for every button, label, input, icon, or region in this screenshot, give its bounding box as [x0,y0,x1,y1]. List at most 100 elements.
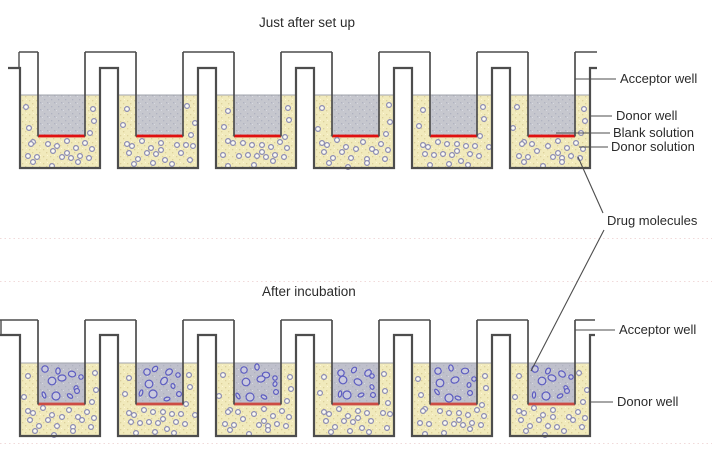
drug-molecule [342,390,352,400]
drug-molecule [380,410,387,417]
drug-molecule [44,141,51,148]
drug-molecule [144,150,151,157]
drug-molecule [383,131,390,138]
drug-molecule [67,155,74,162]
drug-molecule [360,139,367,146]
drug-molecule [339,149,346,156]
drug-molecule [515,408,522,415]
leader-line-drug-bottom [530,229,605,372]
drug-molecule [435,139,442,146]
label-donor-solution: Donor solution [611,139,695,154]
drug-molecule [88,146,95,153]
drug-molecule [121,391,128,398]
drug-molecule [382,156,389,163]
drug-molecule [286,414,293,421]
drug-molecule [221,123,228,130]
drug-molecule [81,140,88,147]
drug-molecule [74,388,81,395]
drug-molecule [348,155,355,162]
membrane [332,402,379,406]
drug-molecule [547,374,557,382]
drug-molecule [272,381,278,387]
drug-molecule [558,159,565,166]
drug-molecule [225,138,232,145]
drug-molecule [369,146,376,153]
drug-molecule [88,399,95,406]
membrane [234,134,281,138]
drug-molecule [511,394,518,401]
drug-molecule [143,368,151,376]
drug-molecule [48,412,55,419]
drug-molecule [55,367,61,375]
drug-molecule [256,422,263,429]
drug-molecule [220,372,227,379]
drug-molecule [369,384,375,390]
drug-molecule [58,154,65,161]
drug-molecule [434,367,442,375]
drug-molecule [422,151,429,158]
acceptor-solution-texture [430,95,477,135]
drug-molecule [148,389,158,399]
drug-molecule [456,417,463,424]
drug-molecule [21,394,28,401]
drug-molecule [535,417,542,424]
drug-molecule [454,395,462,401]
drug-molecule [482,373,489,380]
donor-plate-outline [0,333,595,438]
drug-molecule [544,423,551,430]
drug-molecule [554,138,561,145]
drug-molecule [240,366,248,374]
drug-molecule [160,376,168,386]
drug-molecule [155,420,162,427]
drug-molecule [151,365,159,373]
drug-molecule [183,401,190,408]
donor-plate-outline [8,66,597,170]
drug-molecule [35,423,42,430]
drug-molecule [259,142,266,149]
drug-molecule [572,140,579,147]
drug-molecule [341,418,348,425]
drug-molecule [425,144,432,151]
drug-molecule [74,414,81,421]
drug-molecule [373,149,380,156]
drug-molecule [575,370,582,377]
drug-molecule [176,391,183,398]
drug-molecule [283,423,290,430]
drug-molecule [26,124,33,131]
drug-molecule [515,153,522,160]
drug-molecule [279,408,286,415]
drug-molecule [123,141,130,148]
drug-molecule [25,408,32,415]
drug-molecule [581,117,588,124]
drug-molecule [89,105,96,112]
drug-molecule [160,416,167,423]
title-after-incubation: After incubation [262,284,356,299]
drug-molecule [63,138,70,145]
drug-molecule [125,410,132,417]
drug-molecule [78,417,85,424]
drug-molecule [539,412,546,419]
drug-molecule [66,393,74,399]
drug-molecule [31,428,38,435]
drug-molecule [254,153,261,160]
drug-molecule [567,153,574,160]
drug-molecule [225,107,232,114]
drug-molecule [574,409,581,416]
drug-molecule [162,157,169,164]
drug-molecule [544,143,551,150]
acceptor-solution-texture [234,95,281,135]
drug-molecule [510,124,517,131]
drug-molecule [263,154,270,161]
drug-molecule [240,140,247,147]
drug-molecule [47,376,57,386]
drug-molecule [533,148,540,155]
drug-molecule [472,143,479,150]
drug-molecule [90,415,97,422]
drug-molecule [129,143,136,150]
drug-molecule [448,364,454,372]
drug-molecule [435,378,445,388]
drug-molecule [460,422,467,429]
drug-molecule [160,409,167,416]
drug-molecule [39,405,46,412]
